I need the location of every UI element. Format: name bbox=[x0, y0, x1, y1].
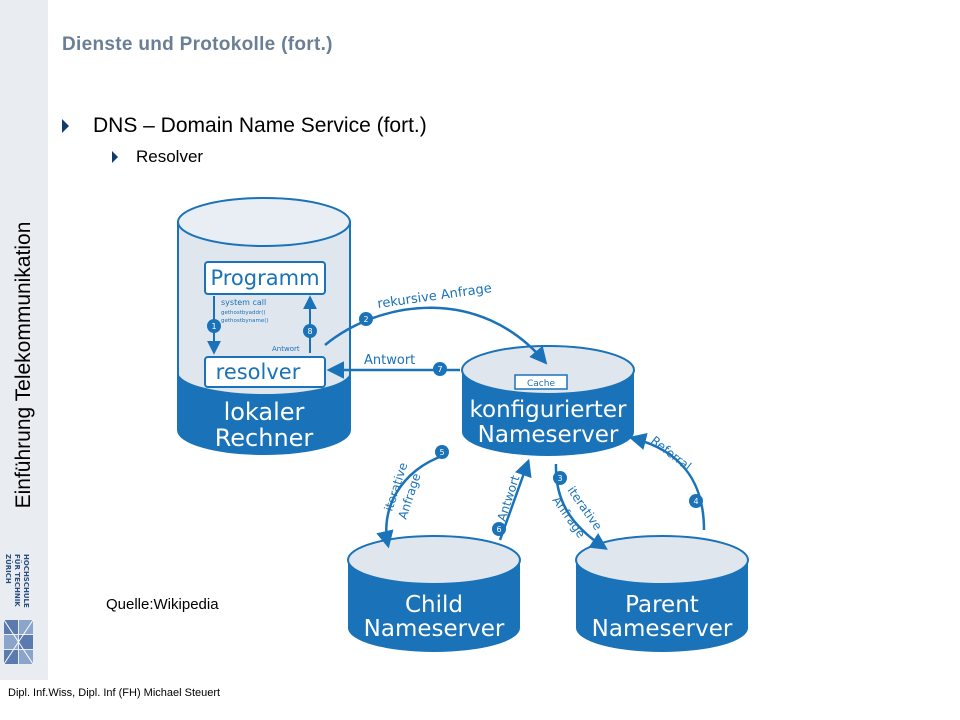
referral-label: Referral bbox=[648, 433, 694, 473]
svg-text:3: 3 bbox=[557, 474, 562, 483]
step-badge-8: 8 bbox=[303, 324, 317, 338]
svg-text:ZÜRICH: ZÜRICH bbox=[4, 554, 13, 584]
svg-text:7: 7 bbox=[437, 365, 442, 374]
iterative-query-child-arrow bbox=[376, 453, 446, 549]
step-badge-3: 3 bbox=[553, 471, 567, 485]
referral-arrow bbox=[628, 432, 706, 531]
svg-text:1: 1 bbox=[211, 322, 216, 331]
svg-text:FÜR TECHNIK: FÜR TECHNIK bbox=[13, 554, 22, 607]
parent-label-2: Nameserver bbox=[592, 616, 733, 642]
resolver-box: resolver bbox=[204, 356, 326, 388]
local-label-1: lokaler bbox=[224, 398, 305, 426]
bullet-level1-text: DNS – Domain Name Service (fort.) bbox=[93, 114, 427, 137]
step-badge-1: 1 bbox=[207, 319, 221, 333]
local-computer-cylinder: lokaler Rechner bbox=[177, 197, 351, 455]
step-badge-2: 2 bbox=[359, 312, 373, 326]
svg-text:5: 5 bbox=[439, 448, 444, 457]
svg-text:HOCHSCHULE: HOCHSCHULE bbox=[22, 554, 30, 608]
inner-answer-label: Antwort bbox=[272, 345, 300, 353]
bullet-level2: Resolver bbox=[112, 147, 203, 167]
configured-nameserver-cylinder: Cache konfigurierter Nameserver bbox=[461, 345, 635, 456]
bullet-level1: DNS – Domain Name Service (fort.) bbox=[62, 114, 427, 138]
footer-author: Dipl. Inf.Wiss, Dipl. Inf (FH) Michael S… bbox=[8, 687, 221, 699]
bullet-arrow-icon bbox=[112, 151, 118, 163]
local-label-2: Rechner bbox=[215, 424, 314, 452]
programm-box: Programm bbox=[204, 261, 326, 295]
parent-label-1: Parent bbox=[625, 592, 699, 618]
configured-label-2: Nameserver bbox=[478, 422, 619, 448]
answer-label: Antwort bbox=[364, 353, 415, 368]
child-label-1: Child bbox=[405, 592, 463, 618]
cache-label: Cache bbox=[527, 379, 555, 389]
syscall-func-1: gethostbyaddr() bbox=[221, 310, 266, 316]
svg-text:6: 6 bbox=[496, 525, 501, 534]
source-citation: Quelle:Wikipedia bbox=[106, 596, 219, 613]
step-badge-7: 7 bbox=[433, 362, 447, 376]
configured-label-1: konfigurierter bbox=[470, 397, 627, 423]
svg-text:2: 2 bbox=[363, 315, 368, 324]
parent-nameserver-cylinder: Parent Nameserver bbox=[575, 535, 749, 652]
child-answer-label: Antwort bbox=[495, 473, 523, 523]
programm-label: Programm bbox=[210, 266, 319, 290]
bullet-arrow-icon bbox=[62, 119, 69, 133]
recursive-query-arrow bbox=[324, 306, 548, 365]
svg-text:8: 8 bbox=[307, 327, 312, 336]
school-logo: HOCHSCHULE FÜR TECHNIK ZÜRICH bbox=[2, 548, 46, 676]
step-badge-4: 4 bbox=[689, 494, 703, 508]
syscall-text: system call bbox=[221, 298, 266, 307]
resolver-label: resolver bbox=[216, 360, 301, 384]
slide-title: Dienste und Protokolle (fort.) bbox=[62, 34, 333, 55]
step-badge-6: 6 bbox=[492, 522, 506, 536]
sidebar: Einführung Telekommunikation HOCHSCHULE … bbox=[0, 0, 48, 680]
syscall-func-2: gethostbyname() bbox=[221, 318, 269, 324]
child-nameserver-cylinder: Child Nameserver bbox=[347, 535, 521, 652]
step-badge-5: 5 bbox=[435, 445, 449, 459]
bullet-level2-text: Resolver bbox=[136, 147, 204, 166]
svg-text:4: 4 bbox=[693, 497, 698, 506]
child-label-2: Nameserver bbox=[364, 616, 505, 642]
